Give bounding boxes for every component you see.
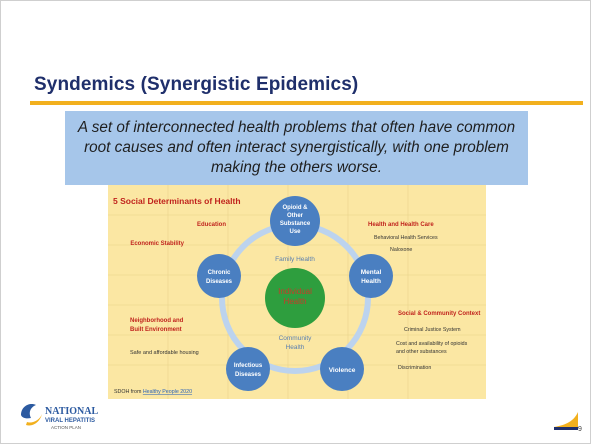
opioid-label-1: Opioid & <box>283 205 309 211</box>
individual-label-1: Individual <box>278 287 312 296</box>
definition-box <box>65 111 528 185</box>
chronic-diseases-node <box>197 254 241 298</box>
sdoh-diagram: Individual Health Opioid & Other Substan… <box>108 185 486 399</box>
economic-stability-label: Economic Stability <box>130 241 184 247</box>
logo-accent-icon <box>26 414 42 426</box>
education-label: Education <box>197 222 226 228</box>
logo-svg: NATIONAL VIRAL HEPATITIS ACTION PLAN <box>21 404 98 430</box>
violence-node <box>320 347 364 391</box>
community-health-label-1: Community <box>279 335 313 342</box>
chronic-label-1: Chronic <box>208 270 231 276</box>
source-prefix: SDOH from <box>114 389 143 395</box>
source-link[interactable]: Healthy People 2020 <box>143 389 192 395</box>
criminal-justice-label: Criminal Justice System <box>404 327 461 333</box>
cost-label-1: Cost and availability of opioids <box>396 341 468 347</box>
infectious-diseases-node <box>226 347 270 391</box>
family-health-label: Family Health <box>275 256 315 263</box>
logo-line3: ACTION PLAN <box>51 425 81 430</box>
discrimination-label: Discrimination <box>398 365 431 371</box>
nvhap-logo: NATIONAL VIRAL HEPATITIS ACTION PLAN <box>18 400 118 432</box>
mental-health-node <box>349 254 393 298</box>
sdoh-diagram-svg: Individual Health Opioid & Other Substan… <box>108 185 486 399</box>
infectious-label-2: Diseases <box>235 372 262 378</box>
infectious-label-1: Infectious <box>234 363 263 369</box>
opioid-label-2: Other <box>287 213 304 219</box>
page-number: 9 <box>578 426 582 433</box>
mental-label-2: Health <box>361 278 381 285</box>
cost-label-2: and other substances <box>396 349 447 355</box>
chronic-label-2: Diseases <box>206 279 233 285</box>
definition-text: A set of interconnected health problems … <box>77 119 516 176</box>
naloxone-label: Naloxone <box>390 247 412 253</box>
neighborhood-label-2: Built Environment <box>130 327 182 333</box>
logo-swoosh-icon <box>21 404 36 419</box>
opioid-node <box>270 196 320 246</box>
community-health-label-2: Health <box>286 344 305 351</box>
source-note: SDOH from Healthy People 2020 <box>114 389 192 395</box>
opioid-label-4: Use <box>289 229 301 235</box>
behavioral-label: Behavioral Health Services <box>374 235 438 241</box>
mental-label-1: Mental <box>361 269 382 276</box>
corner-arrow-icon <box>554 412 578 430</box>
individual-health-node <box>265 268 325 328</box>
neighborhood-label-1: Neighborhood and <box>130 318 184 324</box>
health-care-label: Health and Health Care <box>368 222 434 228</box>
violence-label: Violence <box>329 367 356 374</box>
slide-title: Syndemics (Synergistic Epidemics) <box>34 74 359 95</box>
individual-label-2: Health <box>283 297 306 306</box>
logo-line1: NATIONAL <box>45 406 98 417</box>
logo-line2: VIRAL HEPATITIS <box>45 418 95 424</box>
social-context-label: Social & Community Context <box>398 311 480 317</box>
housing-label: Safe and affordable housing <box>130 350 199 356</box>
sdoh-heading: 5 Social Determinants of Health <box>113 196 241 206</box>
title-accent-bar <box>30 101 583 105</box>
opioid-label-3: Substance <box>280 221 311 227</box>
